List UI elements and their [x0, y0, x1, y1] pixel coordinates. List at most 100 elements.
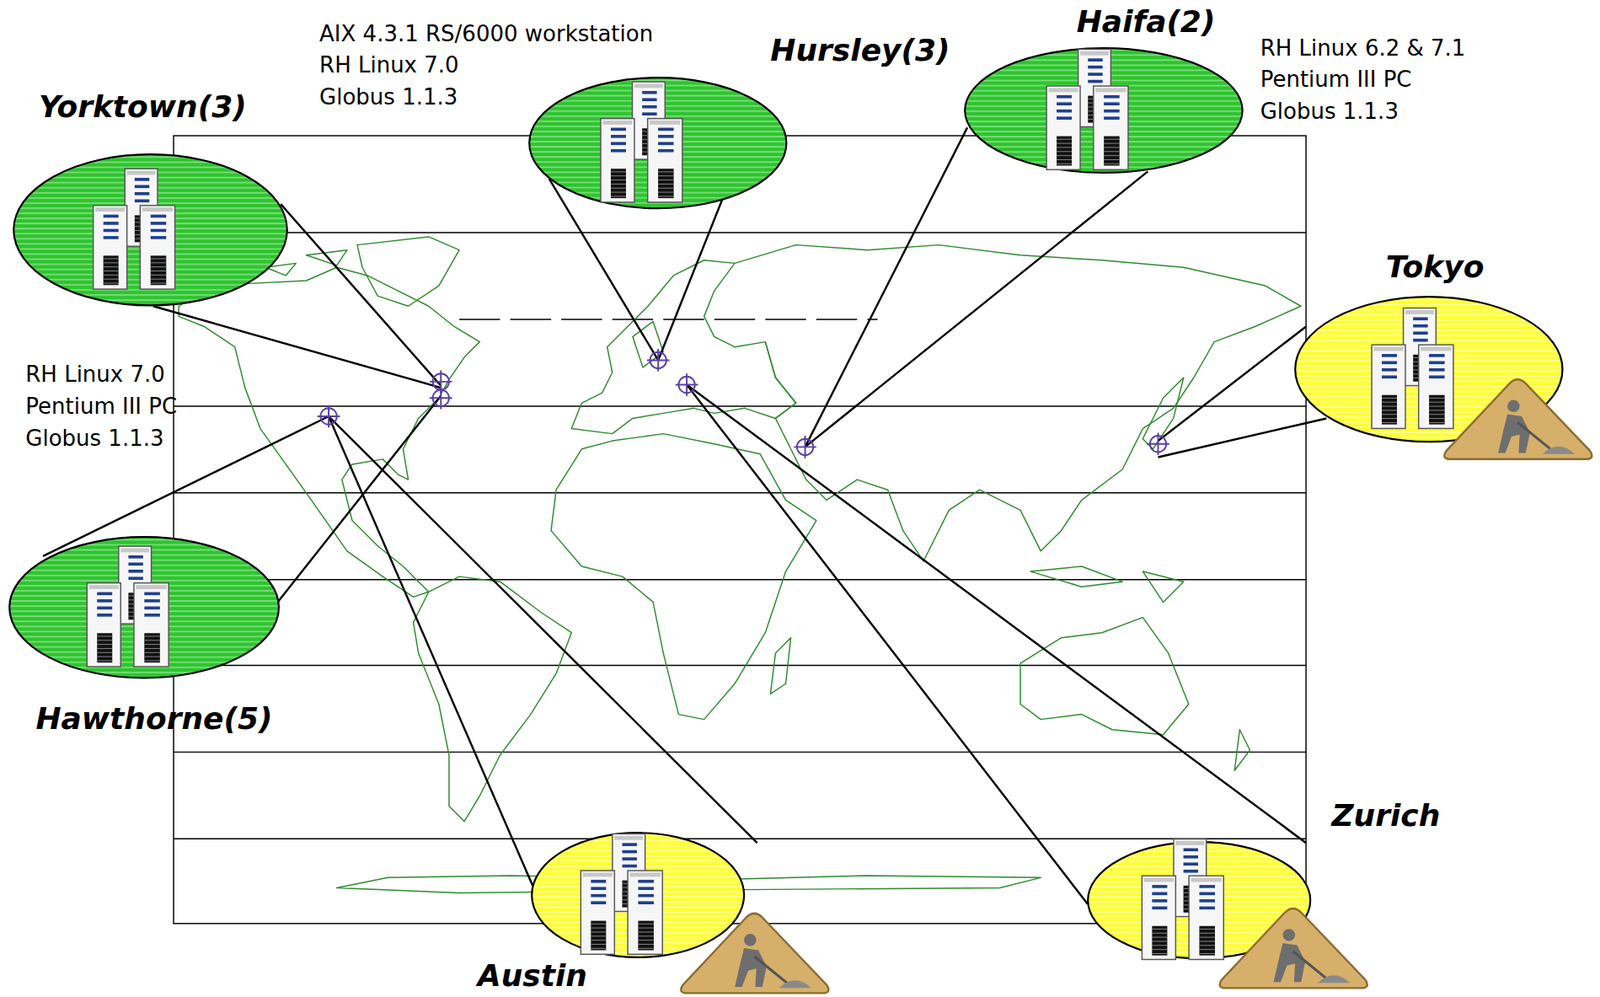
grille-slot [1057, 163, 1073, 165]
grid-line [173, 578, 1306, 580]
drive-bay [610, 141, 627, 145]
drive-bay [658, 127, 675, 131]
grille-slot [144, 652, 161, 653]
worker-body [1273, 942, 1306, 982]
dirt-pile [1541, 446, 1575, 455]
grid-line [173, 405, 1306, 407]
tower-case [86, 583, 121, 667]
grille-slot [1151, 952, 1167, 954]
grille-slot [1198, 944, 1215, 946]
tower-top [135, 584, 166, 589]
site-name: Tokyo [1385, 250, 1485, 284]
grille-slot [658, 191, 675, 193]
tower-case [133, 583, 169, 667]
grille-slot [1381, 406, 1397, 407]
callout-shape [530, 831, 745, 958]
islands [1030, 566, 1184, 602]
drive-bay [1088, 65, 1103, 70]
site-name: Hursley(3) [770, 33, 950, 68]
drive-bay [149, 235, 166, 240]
drive-bay [1182, 869, 1198, 873]
drive-bay [149, 228, 166, 232]
server-tower [1188, 875, 1224, 959]
leader-line [686, 384, 1306, 843]
site-ellipse [531, 832, 744, 958]
tower-top [1048, 87, 1079, 92]
server-tower [1047, 85, 1081, 170]
crosshair-marker [429, 386, 453, 410]
drive-bay [1381, 368, 1397, 372]
tower-grille [1381, 395, 1397, 425]
site-callout: Haifa(2) [963, 47, 1244, 174]
server-tower [580, 870, 615, 954]
crosshair-marker [317, 405, 341, 429]
server-tower [627, 870, 663, 954]
sign-plate [1444, 379, 1592, 460]
grille-slot [637, 943, 654, 945]
leader-line [805, 127, 969, 447]
grille-slot [610, 191, 627, 193]
note-line: Globus 1.1.3 [25, 422, 177, 455]
drive-bay [1057, 109, 1073, 113]
grid-line [173, 664, 1306, 666]
tower-case [627, 870, 663, 954]
grille-slot [590, 923, 606, 925]
drive-bay [1104, 109, 1121, 113]
server-tower [139, 204, 175, 289]
drive-bay [1428, 353, 1445, 358]
drive-bay [1381, 361, 1397, 365]
server-tower [600, 117, 635, 202]
drive-bay [590, 900, 606, 905]
tower-top [1405, 310, 1435, 315]
drive-bay [1182, 847, 1198, 851]
tower-top [141, 207, 172, 212]
tower-case [139, 204, 175, 289]
leader-line [328, 416, 758, 843]
server-tower [1418, 344, 1453, 429]
tower-top [120, 547, 150, 552]
leader-line [328, 416, 533, 886]
leader-line [805, 171, 1149, 447]
drive-bay [1198, 884, 1215, 889]
site-callout: Zurich [1086, 840, 1312, 959]
grille-slot [1198, 936, 1215, 938]
grille-slot [149, 266, 166, 268]
grille-slot [149, 270, 166, 272]
grille-slot [637, 947, 654, 949]
shovel [1517, 422, 1551, 449]
grille-slot [149, 257, 166, 259]
grille-slot [1198, 928, 1215, 930]
callout-shape [1294, 295, 1564, 443]
note-line: AIX 4.3.1 RS/6000 workstation [319, 18, 653, 51]
worker-head [743, 933, 757, 947]
grille-slot [1151, 940, 1167, 942]
grille-slot [149, 274, 166, 276]
grille-slot [610, 179, 627, 181]
callout-shape [963, 47, 1244, 174]
sign-plate [1220, 908, 1368, 988]
site-name: Austin [477, 958, 588, 993]
site-name: Zurich [1331, 798, 1440, 833]
drive-bay [102, 228, 118, 232]
drive-bay [133, 198, 149, 203]
grille-slot [96, 639, 113, 641]
worker-head [1507, 400, 1520, 413]
worker-body [734, 947, 767, 987]
drive-bay [1104, 95, 1121, 99]
tower-grille [1057, 135, 1073, 166]
grille-slot [1428, 422, 1445, 423]
tower-top [126, 170, 156, 175]
grille-slot [610, 183, 627, 185]
grille-slot [1428, 406, 1445, 407]
grille-slot [1381, 401, 1397, 403]
callout-shape [8, 535, 280, 680]
site-name: Hawthorne(5) [35, 701, 273, 736]
drive-bay [149, 221, 166, 225]
drive-bay [1088, 72, 1103, 76]
drive-bay [1198, 891, 1215, 895]
grille-slot [637, 935, 654, 937]
grille-slot [144, 639, 161, 641]
grille-slot [144, 635, 161, 637]
drive-bay [144, 591, 161, 595]
